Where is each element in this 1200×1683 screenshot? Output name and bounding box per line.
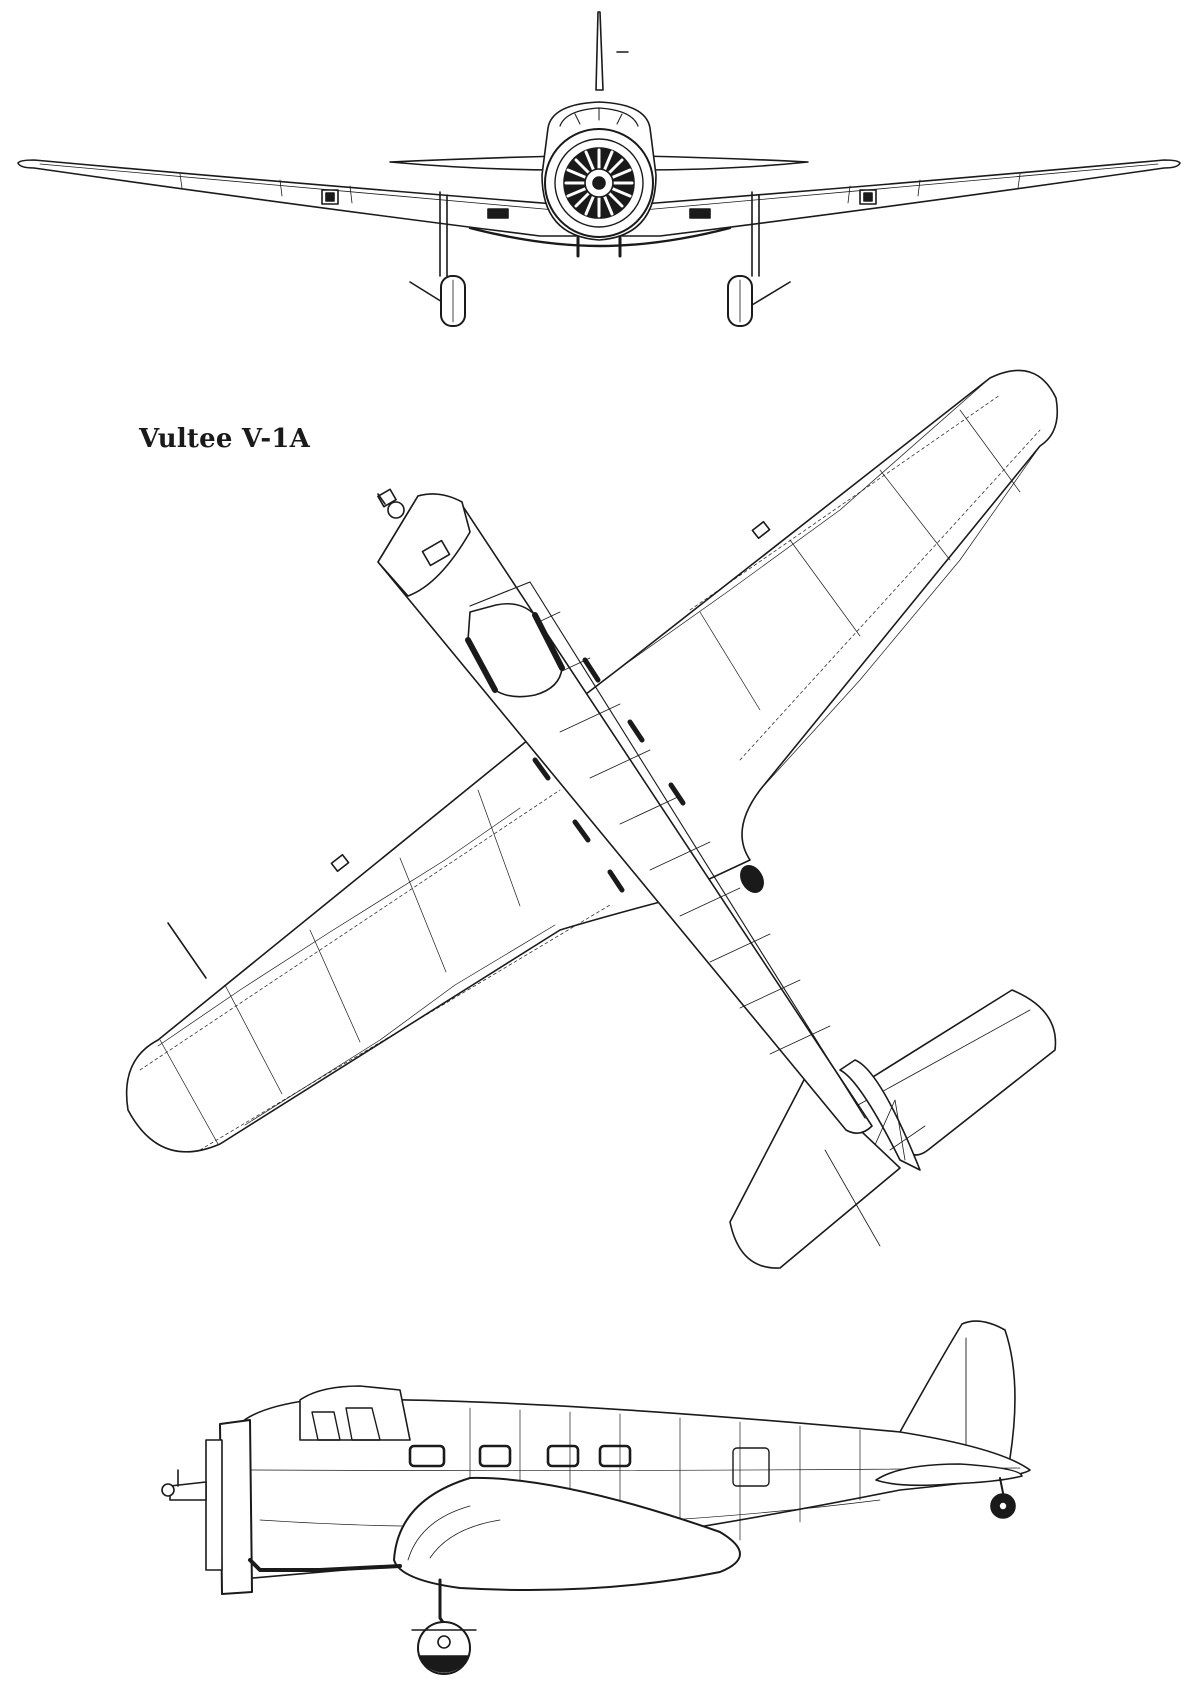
side-vertical-tail <box>899 1320 1016 1471</box>
side-window-1 <box>408 1444 446 1468</box>
drawing-title: Vultee V-1A <box>139 424 310 454</box>
side-cockpit <box>299 1385 411 1441</box>
top-wing-fairing-mark <box>740 865 764 893</box>
top-propeller-hub <box>377 488 405 519</box>
top-view <box>125 369 1059 1269</box>
top-wing-light-right <box>751 520 771 540</box>
front-view <box>17 11 1181 327</box>
front-fin <box>595 11 604 91</box>
side-tail-wheel <box>990 1477 1016 1519</box>
side-engine-cowling <box>219 1419 253 1595</box>
front-wing-light-right <box>859 189 877 205</box>
top-tailplane-left <box>729 1077 901 1269</box>
front-intake-left <box>487 208 509 219</box>
top-wing-light-left <box>330 853 350 873</box>
top-fin <box>839 1059 921 1171</box>
side-cabin-door <box>732 1447 770 1487</box>
side-propeller-hub <box>161 1469 207 1501</box>
front-landing-gear-right <box>727 191 791 327</box>
side-main-landing-gear <box>411 1578 477 1675</box>
side-view <box>161 1320 1031 1675</box>
front-wing-light-left <box>321 189 339 205</box>
top-engine-nacelle <box>377 493 471 597</box>
top-pitot-tube <box>167 922 207 979</box>
front-landing-gear-left <box>409 191 466 327</box>
front-wing-fairing <box>468 226 732 248</box>
side-window-4 <box>598 1444 632 1468</box>
side-engine-front <box>205 1439 223 1571</box>
side-wing <box>393 1476 741 1591</box>
side-window-3 <box>546 1444 580 1468</box>
front-intake-right <box>689 208 711 219</box>
side-window-2 <box>478 1444 512 1468</box>
side-tailplane <box>875 1463 1023 1487</box>
